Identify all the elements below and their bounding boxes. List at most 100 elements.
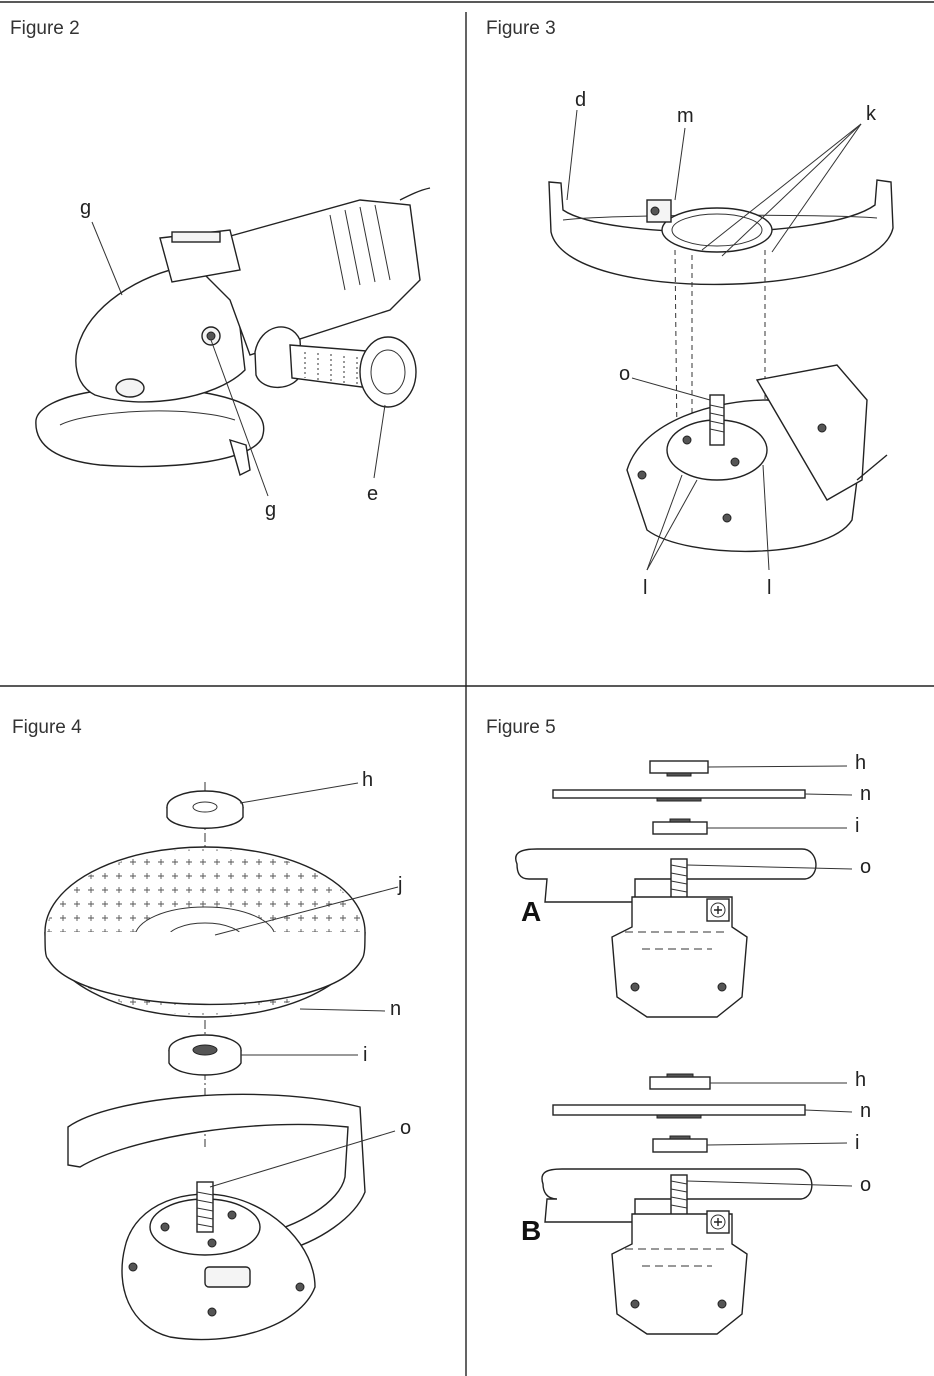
guard-collar-ring bbox=[661, 207, 773, 253]
b-screw-cross bbox=[714, 1218, 722, 1226]
a-screw-circle bbox=[710, 902, 726, 918]
leader-d bbox=[566, 109, 578, 201]
b-leader-i bbox=[706, 1142, 848, 1146]
switch-slider bbox=[171, 231, 221, 243]
b-leader-n bbox=[804, 1109, 853, 1113]
a-gear-head-screw-left bbox=[630, 982, 640, 992]
label-o: o bbox=[619, 363, 631, 385]
inner-flange-side bbox=[168, 1050, 242, 1076]
a-disc-hub bbox=[656, 797, 702, 802]
gear-housing-body bbox=[755, 364, 868, 501]
a-disc bbox=[552, 789, 806, 799]
spindle-shaft bbox=[709, 394, 725, 446]
label-h: h bbox=[362, 769, 374, 791]
a-screw-cross bbox=[714, 906, 722, 914]
b-gear-head-screw-left bbox=[630, 1299, 640, 1309]
label-n: n bbox=[390, 998, 402, 1020]
guard-collar-inner bbox=[671, 213, 763, 247]
variant-a-label: A bbox=[521, 896, 542, 927]
a-leader-o bbox=[686, 864, 853, 870]
angle-grinder-illustration bbox=[35, 187, 431, 497]
leader-o bbox=[631, 377, 711, 401]
inner-flange-bore bbox=[192, 1044, 218, 1056]
figure-5-title: Figure 5 bbox=[486, 717, 556, 738]
spindle-lock-button bbox=[204, 1266, 251, 1288]
leader-k-2 bbox=[721, 123, 862, 257]
handle-screw-hole-center bbox=[206, 331, 216, 341]
leader-n bbox=[299, 1008, 386, 1012]
b-label-h: h bbox=[855, 1069, 867, 1091]
leader-j bbox=[214, 886, 399, 936]
grinder-gear-head bbox=[75, 264, 246, 403]
leader-l-left-2 bbox=[646, 479, 698, 571]
b-label-i: i bbox=[855, 1132, 860, 1154]
b-disc bbox=[552, 1104, 806, 1116]
a-inner-flange-hub bbox=[669, 818, 691, 823]
a-gear-head bbox=[611, 896, 748, 1018]
b-screw-circle bbox=[710, 1214, 726, 1230]
label-l-left: l bbox=[643, 577, 648, 599]
spindle-thread-lines bbox=[196, 1191, 214, 1228]
label-o: o bbox=[400, 1117, 412, 1139]
b-gear-head bbox=[611, 1213, 748, 1335]
label-g-top: g bbox=[80, 197, 92, 219]
b-label-n: n bbox=[860, 1100, 872, 1122]
clamp-screw bbox=[650, 206, 660, 216]
label-l-right: l bbox=[767, 577, 772, 599]
leader-g-bottom bbox=[210, 339, 269, 497]
b-disc-hub bbox=[656, 1114, 702, 1119]
a-label-n: n bbox=[860, 783, 872, 805]
outer-flange-bore bbox=[192, 801, 218, 813]
variant-b-label: B bbox=[521, 1215, 542, 1246]
figure-4-panel: Figure 4 bbox=[0, 687, 466, 1376]
label-i: i bbox=[363, 1044, 368, 1066]
a-label-o: o bbox=[860, 856, 872, 878]
leader-g-top bbox=[91, 221, 123, 296]
b-leader-o bbox=[686, 1180, 853, 1187]
housing-vents bbox=[329, 204, 391, 291]
spindle-lock-knob bbox=[115, 378, 145, 398]
guard-inner-rim bbox=[59, 410, 236, 426]
outer-flange-side bbox=[166, 807, 244, 829]
b-outer-flange bbox=[649, 1076, 711, 1090]
b-spindle-threads bbox=[670, 1180, 688, 1209]
figure-5-panel: Figure 5 bbox=[467, 687, 934, 1376]
leader-k-1 bbox=[701, 123, 862, 251]
a-label-i: i bbox=[855, 815, 860, 837]
label-e: e bbox=[367, 483, 379, 505]
a-leader-n bbox=[804, 793, 853, 796]
handle-end-cap bbox=[359, 336, 417, 408]
housing-screw-1 bbox=[637, 470, 647, 480]
a-spindle-threads bbox=[670, 864, 688, 893]
a-leader-h bbox=[707, 765, 848, 768]
guard-lip bbox=[228, 438, 251, 477]
b-inner-flange-hub bbox=[669, 1135, 691, 1140]
label-g-bottom: g bbox=[265, 499, 277, 521]
a-outer-flange bbox=[649, 760, 709, 774]
housing-screw-2 bbox=[817, 423, 827, 433]
label-d: d bbox=[575, 89, 587, 111]
spindle-flange-screw-right bbox=[227, 1210, 237, 1220]
a-label-h: h bbox=[855, 752, 867, 774]
b-inner-flange bbox=[652, 1138, 708, 1153]
leader-k-3 bbox=[771, 123, 862, 253]
a-gear-head-screw-right bbox=[717, 982, 727, 992]
gear-head-screw-3 bbox=[295, 1282, 305, 1292]
b-gear-head-screw-right bbox=[717, 1299, 727, 1309]
flange-screw-right bbox=[730, 457, 740, 467]
a-guard-profile bbox=[515, 848, 817, 903]
leader-l-left-1 bbox=[646, 474, 683, 571]
flange-orientation-illustration bbox=[515, 760, 853, 1335]
spindle-flange-screw-left bbox=[160, 1222, 170, 1232]
a-outer-flange-hub bbox=[666, 772, 692, 777]
leader-h bbox=[239, 782, 359, 804]
disc-thickness-edge bbox=[44, 931, 366, 1006]
figure-2-panel: Figure 2 g g e bbox=[0, 0, 466, 686]
a-inner-flange bbox=[652, 821, 708, 835]
gear-head-screw-1 bbox=[128, 1262, 138, 1272]
alignment-dash-1 bbox=[674, 249, 678, 441]
guard-mounting-illustration bbox=[548, 109, 894, 571]
figure-3-panel: Figure 3 d m k o l bbox=[467, 0, 934, 686]
spindle-flange-screw-front bbox=[207, 1238, 217, 1248]
b-label-o: o bbox=[860, 1174, 872, 1196]
